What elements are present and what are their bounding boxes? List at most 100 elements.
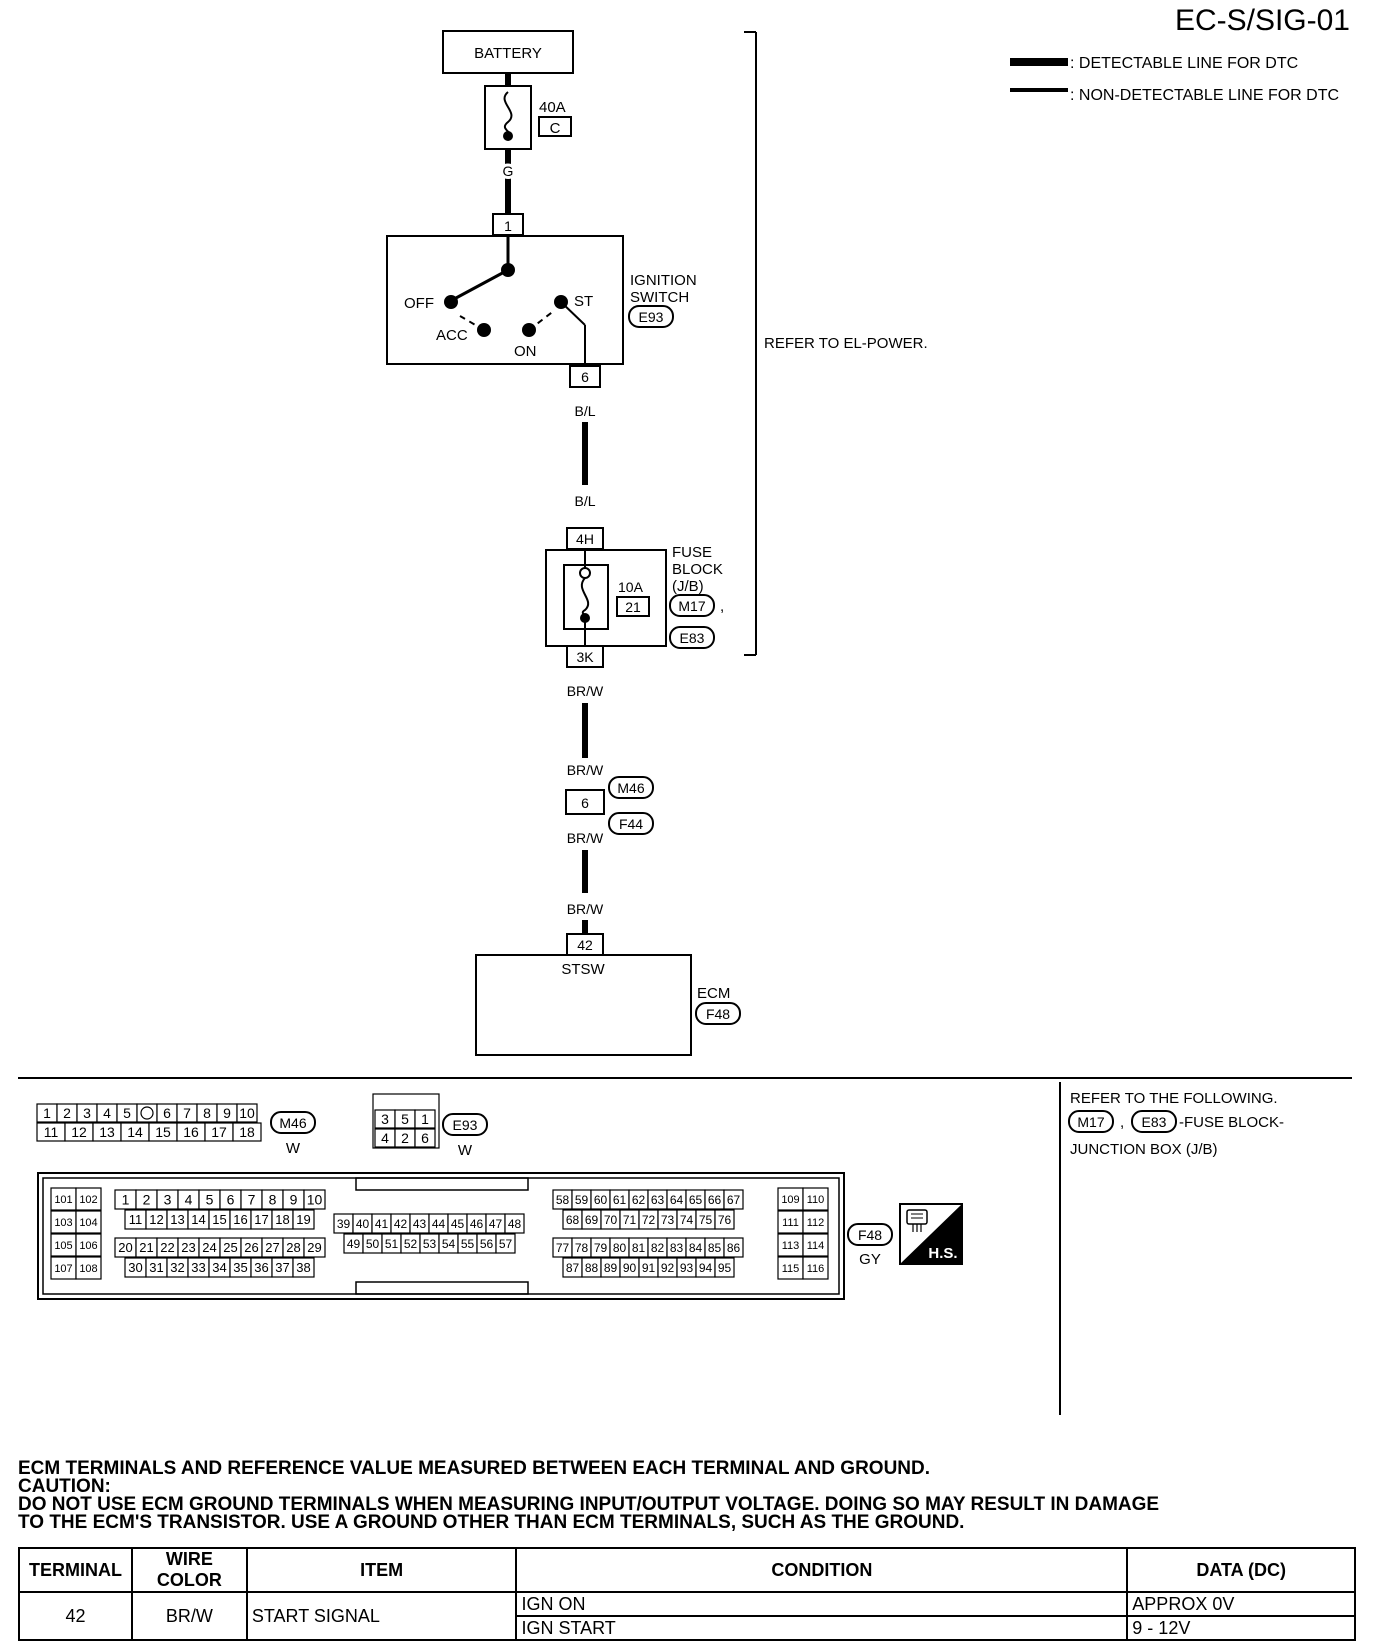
pin-label: 16	[233, 1212, 247, 1227]
ignition-pin-1: 1	[504, 218, 512, 234]
pin-label: 2	[63, 1105, 71, 1121]
pin-label: 14	[191, 1212, 205, 1227]
pin-cell	[414, 1128, 436, 1148]
pin-label: 23	[181, 1240, 195, 1255]
pin-label: 108	[79, 1263, 97, 1275]
pin-label: 91	[642, 1261, 656, 1275]
side-note-e83: E83	[1142, 1114, 1167, 1130]
pin-label: 30	[128, 1260, 142, 1275]
pin-cell	[504, 1213, 525, 1234]
pin-label: 37	[275, 1260, 289, 1275]
header-terminal: TERMINAL	[18, 1547, 133, 1593]
pin-label: 110	[807, 1194, 825, 1206]
fuse-block-name-2: BLOCK	[672, 561, 723, 578]
ignition-pos-on: ON	[514, 343, 537, 360]
pin-label: 18	[275, 1212, 289, 1227]
pin-label: 16	[183, 1124, 199, 1140]
pin-label: 92	[661, 1261, 675, 1275]
ecm-signal: STSW	[561, 961, 605, 978]
fuse-10a-rating: 10A	[618, 579, 644, 595]
pin-label: 55	[461, 1237, 475, 1251]
fuse-block-name-3: (J/B)	[672, 578, 704, 595]
fuse-block-m17-badge	[669, 594, 715, 617]
page-code: EC-S/SIG-01	[1175, 4, 1350, 37]
pin-label: 26	[244, 1240, 258, 1255]
pin-label: 1	[43, 1105, 51, 1121]
f48-id: F48	[858, 1227, 882, 1243]
pin-key-mark	[140, 1106, 154, 1120]
pin-label: 6	[227, 1192, 235, 1208]
wire-brw-label-3: BR/W	[567, 830, 604, 846]
pin-label: 65	[689, 1193, 703, 1207]
wire-bl-label-1: B/L	[574, 403, 595, 419]
pin-label: 72	[642, 1213, 656, 1227]
pin-label: 10	[307, 1192, 323, 1208]
pin-label: 36	[254, 1260, 268, 1275]
battery-label: BATTERY	[474, 45, 542, 62]
pin-label: 46	[470, 1217, 484, 1231]
pin-label: 35	[233, 1260, 247, 1275]
joint-m46-badge	[608, 776, 654, 799]
side-note-line3: JUNCTION BOX (J/B)	[1070, 1141, 1218, 1158]
ecm-pin-42: 42	[577, 937, 593, 953]
pin-label: 113	[782, 1240, 800, 1252]
f48-bottom-key	[355, 1281, 529, 1295]
pin-label: 69	[585, 1213, 599, 1227]
cell-wire-color: BR/W	[130, 1591, 248, 1641]
cell-condition-ign-on: IGN ON	[515, 1591, 1129, 1617]
pin-label: 86	[727, 1241, 741, 1255]
fuse-block-pin-3k-box	[566, 645, 604, 668]
ignition-contact-arm	[455, 268, 509, 300]
pin-label: 12	[149, 1212, 163, 1227]
side-note-line1: REFER TO THE FOLLOWING.	[1070, 1090, 1278, 1107]
pin-label: 7	[248, 1192, 256, 1208]
pin-label: 106	[79, 1240, 97, 1252]
pin-cell	[236, 1103, 258, 1123]
pin-cell	[802, 1233, 829, 1257]
legend-non-detectable: : NON-DETECTABLE LINE FOR DTC	[1070, 87, 1339, 104]
pin-label: 94	[699, 1261, 713, 1275]
hs-badge-label: H.S.	[928, 1245, 957, 1262]
ecm-box	[475, 954, 692, 1056]
pin-label: 56	[480, 1237, 494, 1251]
pin-label: 24	[202, 1240, 216, 1255]
fuse-block-pin-4h: 4H	[576, 531, 594, 547]
pin-label: 114	[807, 1240, 825, 1252]
cell-condition-ign-start: IGN START	[515, 1615, 1129, 1641]
wire-brw-label-4: BR/W	[567, 901, 604, 917]
notes-caution: CAUTION:	[18, 1476, 111, 1497]
pin-label: 2	[401, 1130, 409, 1146]
pin-cell	[495, 1233, 516, 1254]
ecm-notes: ECM TERMINALS AND REFERENCE VALUE MEASUR…	[18, 1459, 1358, 1533]
pin-label: 32	[170, 1260, 184, 1275]
pin-cell	[802, 1256, 829, 1280]
pin-label: 8	[203, 1105, 211, 1121]
side-note-m17-badge	[1068, 1110, 1114, 1133]
pin-label: 49	[347, 1237, 361, 1251]
ignition-st-wire	[560, 301, 586, 326]
pin-label: 68	[566, 1213, 580, 1227]
pin-label: 12	[71, 1124, 87, 1140]
pin-label: 14	[127, 1124, 143, 1140]
joint-f44: F44	[619, 816, 643, 832]
pin-label: 19	[296, 1212, 310, 1227]
joint-f44-badge	[608, 812, 654, 835]
pin-label: 84	[689, 1241, 703, 1255]
fuse-40a-terminal-dot	[503, 131, 513, 141]
header-item: ITEM	[245, 1547, 518, 1593]
fuse-block-e83-badge	[669, 626, 715, 649]
legend-thick-swatch	[1010, 58, 1068, 66]
notes-line4: TO THE ECM'S TRANSISTOR. USE A GROUND OT…	[18, 1512, 965, 1533]
pin-label: 77	[556, 1241, 570, 1255]
pin-label: 8	[269, 1192, 277, 1208]
pin-label: 105	[54, 1240, 72, 1252]
pin-label: 64	[670, 1193, 684, 1207]
m46-color: W	[286, 1140, 301, 1157]
side-note-fuse-block: -FUSE BLOCK-	[1179, 1114, 1284, 1131]
ignition-name-2: SWITCH	[630, 289, 689, 306]
ecm-name: ECM	[697, 985, 730, 1002]
pin-label: 53	[423, 1237, 437, 1251]
pin-label: 58	[556, 1193, 570, 1207]
pin-cell	[292, 1257, 315, 1278]
